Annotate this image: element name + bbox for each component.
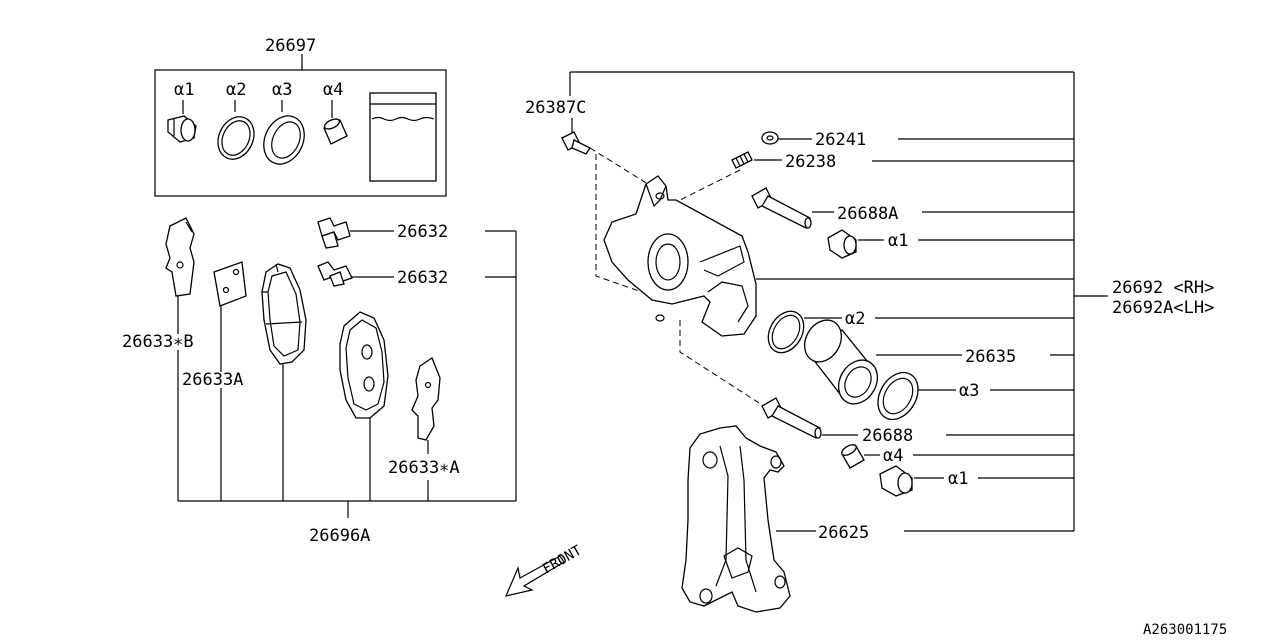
pin-sleeve-icon [841, 444, 865, 469]
brake-pad-inner-icon [261, 263, 307, 365]
kit-alpha2-label: α2 [226, 80, 246, 100]
shim-a-icon [213, 261, 247, 307]
kit-sleeve-icon [323, 118, 348, 145]
seal-kit-box [154, 69, 447, 197]
caliper-lh-label: 26692A<LH> [1112, 298, 1214, 318]
guide-pin-icon [761, 397, 822, 439]
guide-bolt-icon [561, 131, 591, 155]
dust-boot-icon [877, 371, 919, 421]
brake-pad-outer-icon [339, 311, 389, 419]
cap-label: 26241 [815, 130, 866, 150]
pad-clip-lower-icon [317, 261, 353, 287]
piston-icon [803, 319, 879, 405]
seal-kit-group: 26697 α1 α2 α3 α4 [154, 36, 447, 197]
pad-kit-label: 26696A [309, 526, 370, 546]
bleeder-cap-icon [761, 131, 779, 145]
shim-b-icon [165, 217, 195, 297]
front-arrow-icon [504, 555, 565, 597]
caliper-rh-label: 26692 <RH> [1112, 278, 1214, 298]
piston-label: 26635 [965, 347, 1016, 367]
boot-lower-icon [879, 465, 913, 497]
kit-alpha3-label: α3 [272, 80, 292, 100]
shim-b-label: 26633∗B [122, 332, 194, 352]
kit-grease-pack-icon [369, 92, 437, 182]
caliper-support-icon [681, 425, 791, 613]
diagram-reference-code: A263001175 [1143, 622, 1227, 638]
bolt-label: 26387C [525, 98, 586, 118]
pad-kit-group: 26696A 26632 26632 26633∗B [122, 217, 517, 546]
support-label: 26625 [818, 523, 869, 543]
sleeve-label: α4 [883, 446, 903, 466]
pin-label: 26688 [862, 426, 913, 446]
kit-alpha4-label: α4 [323, 80, 343, 100]
kit-dust-boot-icon [263, 115, 305, 165]
boot-upper-icon [827, 229, 857, 259]
caliper-body-icon [603, 175, 757, 337]
shim-star-a-label: 26633∗A [388, 458, 460, 478]
bleeder-screw-icon [731, 151, 753, 169]
kit-seal-ring-icon [217, 116, 255, 160]
seal-label: α2 [845, 309, 865, 329]
boot-lower-label: α1 [948, 469, 968, 489]
bleeder-label: 26238 [785, 152, 836, 172]
boot-upper-label: α1 [888, 231, 908, 251]
pad-clip-lower-label: 26632 [397, 268, 448, 288]
kit-boot-icon [167, 115, 197, 143]
front-label: FRONT [540, 542, 585, 577]
kit-alpha1-label: α1 [174, 80, 194, 100]
dust-boot-label: α3 [959, 381, 979, 401]
pin-a-label: 26688A [837, 204, 898, 224]
guide-pin-a-icon [751, 187, 812, 229]
front-arrow: FRONT [504, 542, 585, 597]
pad-clip-upper-label: 26632 [397, 222, 448, 242]
seal-kit-label: 26697 [265, 36, 316, 56]
pad-clip-upper-icon [317, 217, 351, 249]
shim-a-label: 26633A [182, 370, 243, 390]
piston-seal-icon [767, 310, 805, 354]
shim-star-a-icon [411, 357, 441, 441]
caliper-assembly-group: 26387C 26241 26238 [525, 71, 1214, 613]
